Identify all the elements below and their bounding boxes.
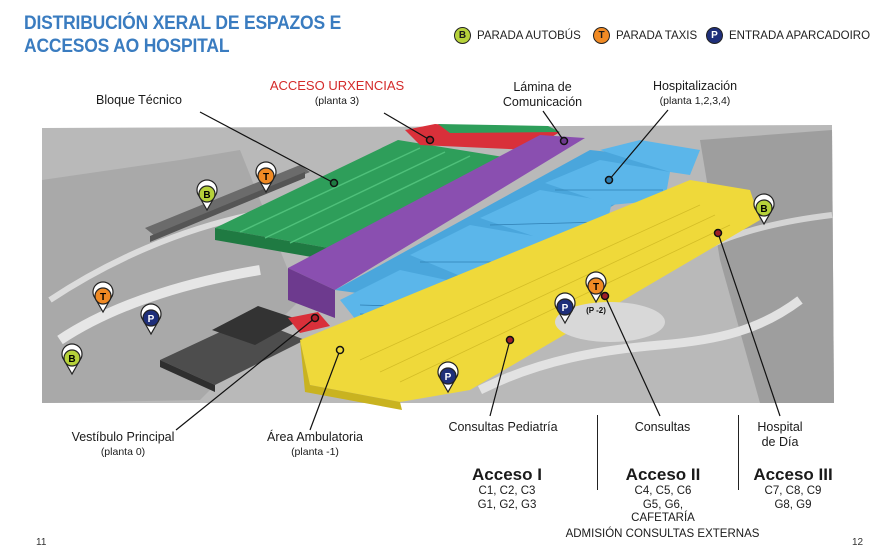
access-3-codes-1: C7, C8, C9: [764, 485, 822, 497]
bus-pin-3-text: B: [760, 204, 767, 215]
parking-pin-1-text: P: [148, 314, 155, 325]
parking-pin-3-text: P: [562, 303, 569, 314]
label-acceso-urxencias: ACCESO URXENCIAS (planta 3): [262, 78, 412, 109]
bus-pin-1-text: B: [203, 190, 210, 201]
hospital-dia-line-2: de Día: [761, 435, 799, 449]
access-2-codes-3: CAFETARÍA: [631, 512, 695, 524]
divider-1: [597, 415, 598, 490]
bus-pin-2-text: B: [68, 354, 75, 365]
access-2-title: Acceso II: [625, 465, 701, 484]
label-vestibulo-principal: Vestíbulo Principal (planta 0): [58, 430, 188, 460]
label-area-ambulatoria: Área Ambulatoria (planta -1): [255, 430, 375, 460]
vestibulo-title: Vestíbulo Principal: [71, 430, 175, 444]
access-1: Acceso I C1, C2, C3 G1, G2, G3: [452, 465, 562, 512]
parking-pin-3: P: [554, 292, 576, 325]
access-1-title: Acceso I: [472, 465, 542, 484]
legend-bus-label: PARADA AUTOBÚS: [477, 29, 581, 42]
area-ambulatoria-title: Área Ambulatoria: [267, 430, 363, 444]
page-number-left: 11: [36, 537, 47, 548]
bus-stop-pin-1: B: [196, 179, 218, 212]
vestibulo-sub: (planta 0): [100, 446, 146, 458]
hospital-dia-line-1: Hospital: [757, 420, 803, 434]
hospitalizacion-title: Hospitalización: [652, 79, 738, 93]
taxi-pin-3-text: T: [593, 282, 599, 293]
access-3: Acceso III C7, C8, C9 G8, G9: [738, 465, 848, 512]
parking-level-label: (P -2): [586, 306, 606, 315]
acceso-urxencias-sub: (planta 3): [314, 95, 360, 107]
access-1-codes-2: G1, G2, G3: [477, 498, 537, 511]
page-title: DISTRIBUCIÓN XERAL DE ESPAZOS E ACCESOS …: [24, 13, 342, 57]
taxi-pin-2-text: T: [100, 292, 106, 303]
area-ambulatoria-sub: (planta -1): [291, 446, 339, 458]
lamina-line-2: Comunicación: [502, 95, 583, 109]
lamina-line-1: Lámina de: [513, 80, 572, 94]
footer-admision: ADMISIÓN CONSULTAS EXTERNAS: [565, 528, 760, 540]
parking-pin-2: P: [437, 361, 459, 394]
label-lamina-comunicacion: Lámina de Comunicación: [490, 80, 595, 110]
page-number-right: 12: [852, 537, 864, 548]
divider-2: [738, 415, 739, 490]
access-2-codes-2: G5, G6,: [642, 498, 684, 511]
legend-taxi: T PARADA TAXIS: [593, 27, 697, 44]
hospitalizacion-sub: (planta 1,2,3,4): [659, 95, 731, 107]
legend-bus: B PARADA AUTOBÚS: [454, 27, 581, 44]
taxi-stop-pin-2: T: [92, 281, 114, 314]
label-hospital-dia: Hospital de Día: [755, 420, 805, 450]
taxi-stop-pin-3: T: [585, 271, 607, 304]
access-2: Acceso II C4, C5, C6 G5, G6, CAFETARÍA: [608, 465, 718, 526]
access-2-codes-1: C4, C5, C6: [634, 485, 692, 497]
label-consultas: Consultas: [634, 420, 691, 434]
legend-parking: P ENTRADA APARCADOIRO: [706, 27, 870, 44]
taxi-pin-1-text: T: [263, 172, 269, 183]
acceso-urxencias-title: ACCESO URXENCIAS: [269, 78, 405, 93]
label-bloque-tecnico: Bloque Técnico: [96, 93, 182, 107]
taxi-stop-icon: T: [593, 27, 610, 44]
parking-icon: P: [706, 27, 723, 44]
parking-pin-1: P: [140, 303, 162, 336]
bus-stop-pin-3: B: [753, 193, 775, 226]
taxi-stop-pin-1: T: [255, 161, 277, 194]
legend-parking-label: ENTRADA APARCADOIRO: [729, 29, 871, 42]
bus-stop-pin-2: B: [61, 343, 83, 376]
access-3-title: Acceso III: [753, 465, 833, 484]
bus-stop-icon: B: [454, 27, 471, 44]
label-consultas-pediatria: Consultas Pediatría: [448, 420, 558, 434]
label-hospitalizacion: Hospitalización (planta 1,2,3,4): [640, 79, 750, 109]
access-3-codes-2: G8, G9: [774, 498, 812, 511]
parking-pin-2-text: P: [445, 372, 452, 383]
legend-taxi-label: PARADA TAXIS: [616, 29, 698, 42]
access-1-codes-1: C1, C2, C3: [478, 485, 536, 497]
